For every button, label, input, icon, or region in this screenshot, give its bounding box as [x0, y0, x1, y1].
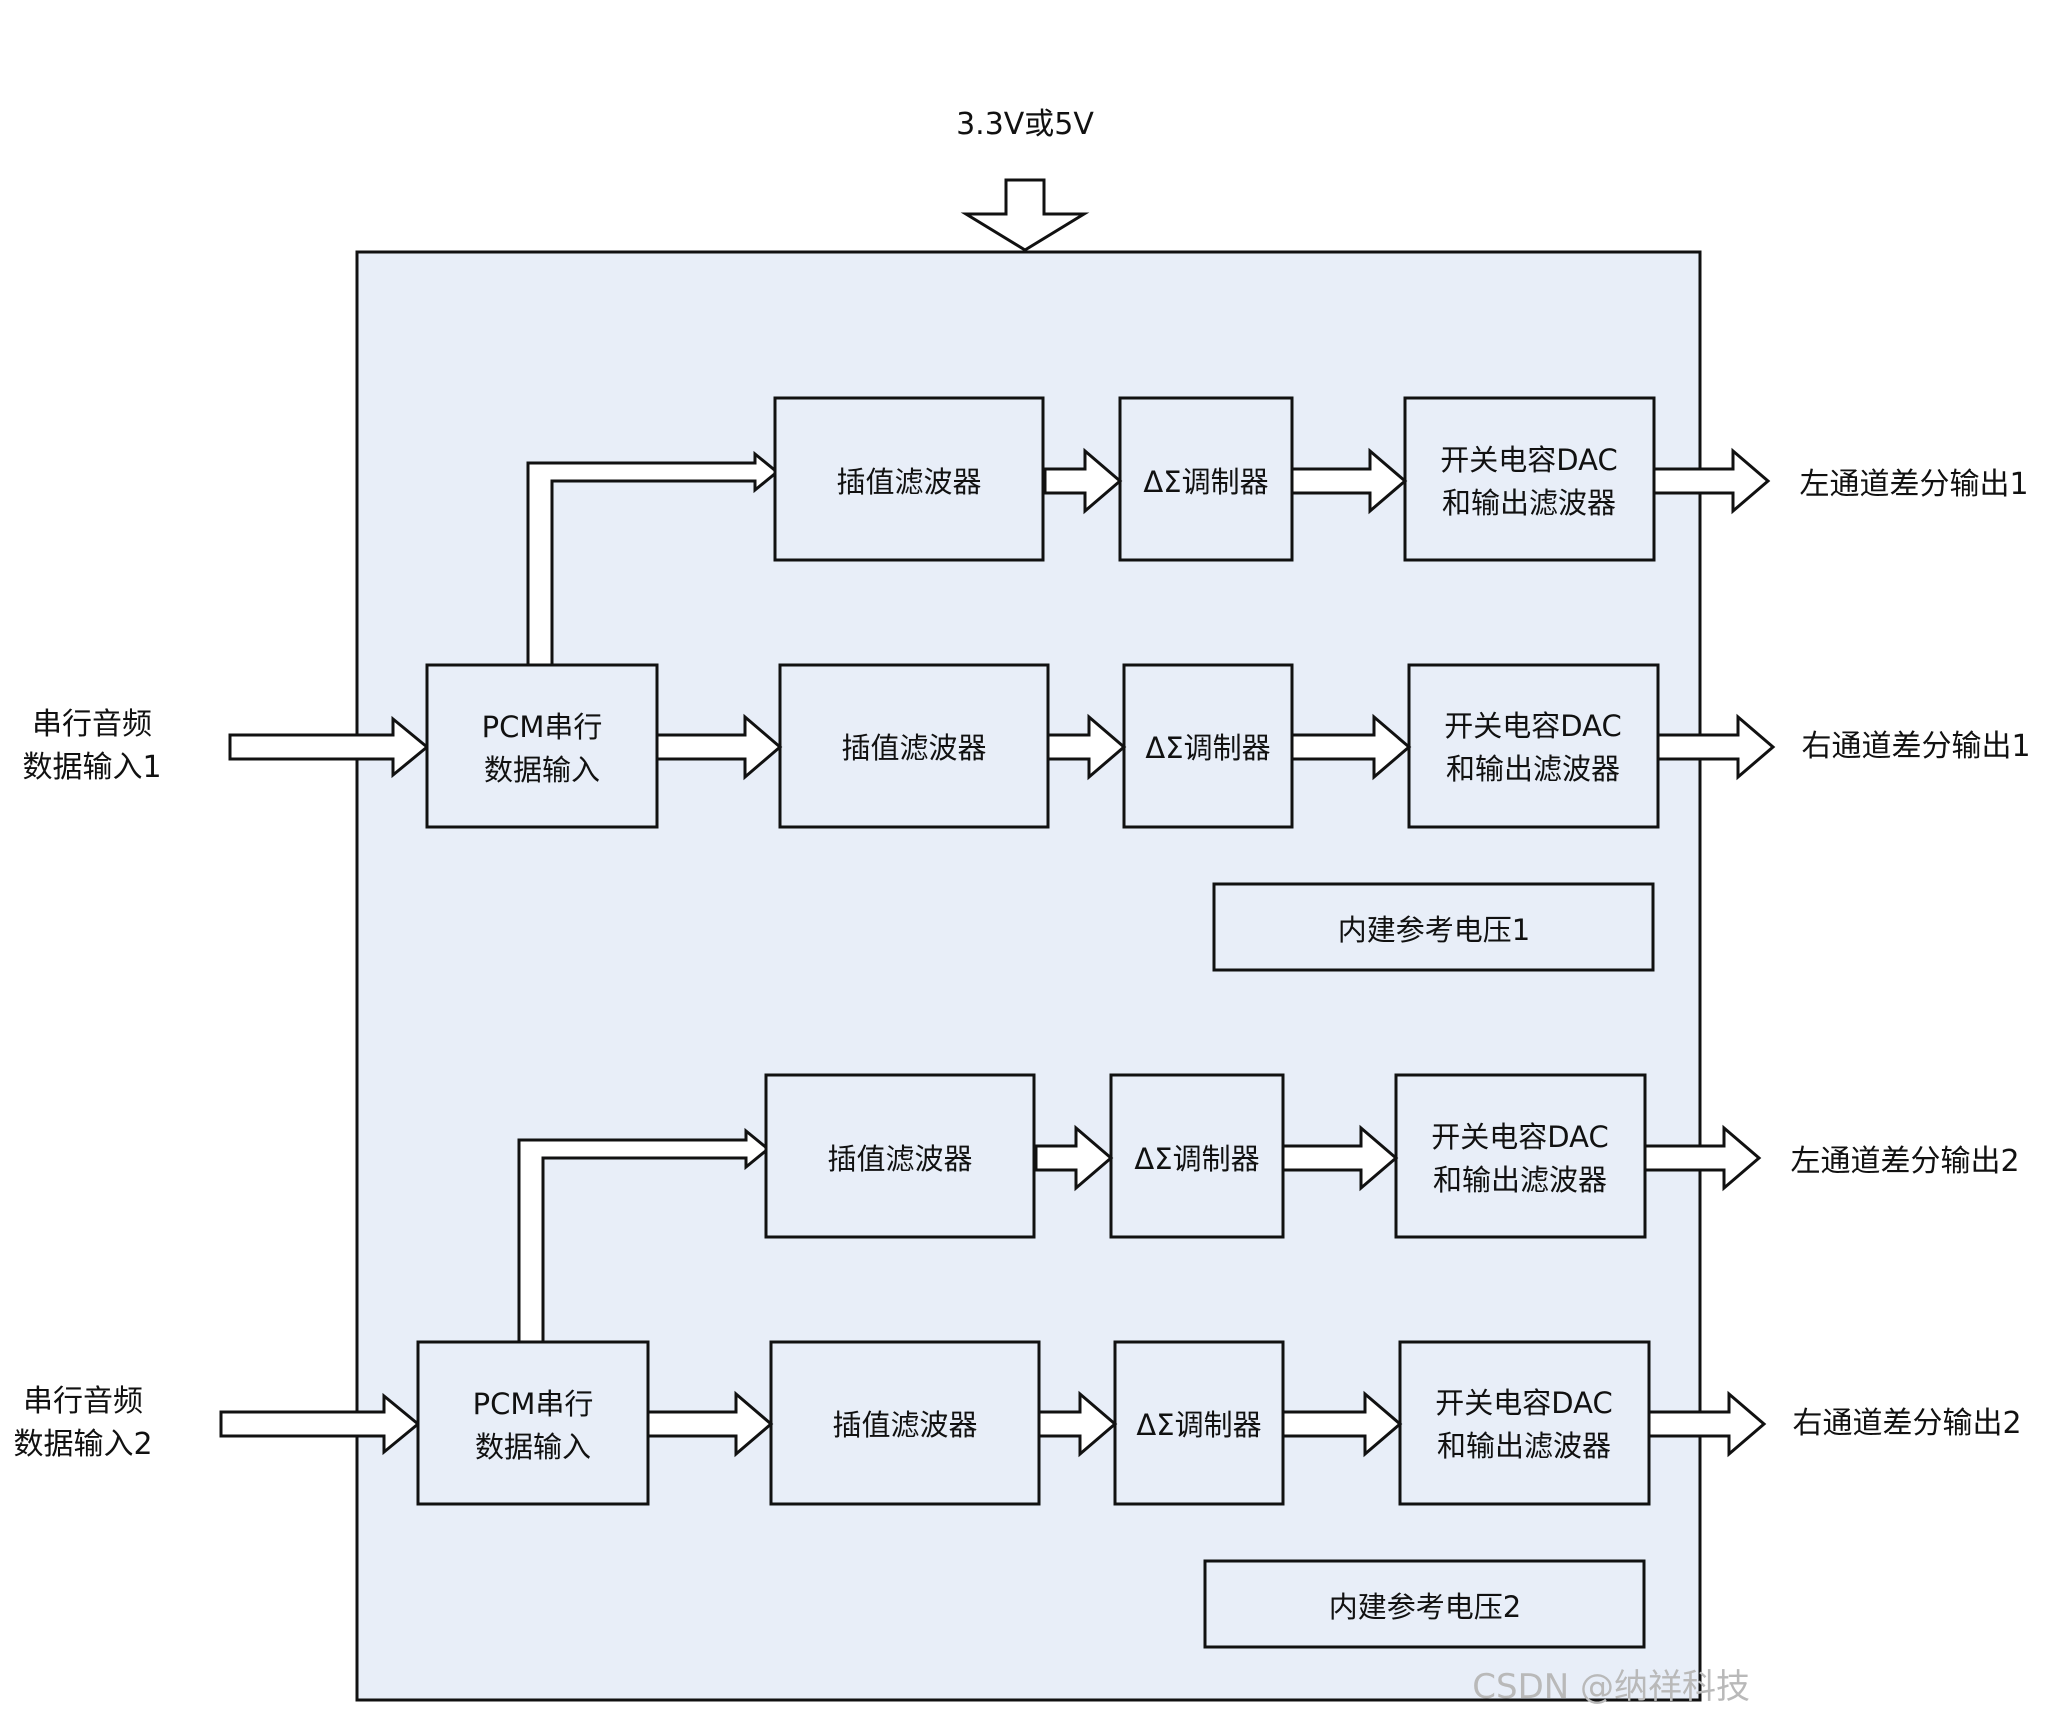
interp-filter-block-top [764, 1073, 1036, 1239]
dac-output-filter-block-bottom [1407, 663, 1660, 829]
delta-sigma-modulator-label-top: ΔΣ调制器 [1143, 465, 1268, 499]
internal-reference-voltage-block [1212, 882, 1655, 972]
right-output-label: 右通道差分输出2 [1792, 1406, 2021, 1441]
dac-label-top-line-2: 和输出滤波器 [1442, 486, 1616, 520]
input-label-line-2: 数据输入1 [22, 750, 161, 785]
interp-filter-label-bottom: 插值滤波器 [841, 731, 986, 765]
mod-to-dac-arrow-bottom [1290, 713, 1412, 781]
delta-sigma-modulator-label-top: ΔΣ调制器 [1134, 1142, 1259, 1176]
pcm-to-interp-arrow-bottom [655, 713, 783, 781]
internal-reference-voltage-block [1203, 1559, 1646, 1649]
internal-reference-voltage-label: 内建参考电压2 [1329, 1590, 1521, 1624]
pcm-label-line-2: 数据输入 [475, 1430, 591, 1464]
dac-label-top-line-2: 和输出滤波器 [1433, 1163, 1607, 1197]
interp-to-mod-arrow-top [1034, 1124, 1114, 1192]
left-output-label: 左通道差分输出1 [1799, 467, 2028, 502]
pcm-serial-input-block [416, 1340, 650, 1506]
right-output-label: 右通道差分输出1 [1801, 729, 2030, 764]
mod-to-dac-arrow-top [1290, 447, 1408, 515]
interp-filter-block-bottom [769, 1340, 1041, 1506]
pcm-label-line-1: PCM串行 [473, 1387, 594, 1421]
dac-label-bottom-line-1: 开关电容DAC [1435, 1386, 1612, 1420]
right-output-arrow [1656, 713, 1776, 781]
pcm-to-interp-arrow-bottom [646, 1390, 774, 1458]
dac-label-bottom-line-1: 开关电容DAC [1444, 709, 1621, 743]
input-arrow [219, 1392, 421, 1456]
interp-filter-block-bottom [778, 663, 1050, 829]
interp-to-mod-arrow-bottom [1037, 1390, 1118, 1458]
input-label-line-1: 串行音频 [32, 707, 152, 742]
mod-to-dac-arrow-bottom [1281, 1390, 1403, 1458]
input-arrow [228, 715, 430, 779]
delta-sigma-modulator-block-top [1109, 1073, 1285, 1239]
interp-filter-label-top: 插值滤波器 [827, 1142, 972, 1176]
interp-filter-label-bottom: 插值滤波器 [832, 1408, 977, 1442]
pcm-label-line-2: 数据输入 [484, 753, 600, 787]
delta-sigma-modulator-label-bottom: ΔΣ调制器 [1145, 731, 1270, 765]
dac-output-filter-block-top [1403, 396, 1656, 562]
left-output-arrow [1652, 447, 1771, 515]
dac-label-bottom-line-2: 和输出滤波器 [1437, 1429, 1611, 1463]
dac-output-filter-block-top [1394, 1073, 1647, 1239]
dac-label-bottom-line-2: 和输出滤波器 [1446, 752, 1620, 786]
supply-label: 3.3V或5V [956, 107, 1094, 142]
pcm-to-left-channel-arrow [526, 450, 780, 667]
internal-reference-voltage-label: 内建参考电压1 [1338, 913, 1530, 947]
interp-filter-label-top: 插值滤波器 [836, 465, 981, 499]
pcm-serial-input-block [425, 663, 659, 829]
supply-arrow [960, 178, 1090, 252]
right-output-arrow [1647, 1390, 1767, 1458]
delta-sigma-modulator-label-bottom: ΔΣ调制器 [1136, 1408, 1261, 1442]
dac-output-filter-block-bottom [1398, 1340, 1651, 1506]
input-label-line-2: 数据输入2 [13, 1427, 152, 1462]
dac-label-top-line-1: 开关电容DAC [1440, 443, 1617, 477]
watermark-text: CSDN @纳祥科技 [1472, 1667, 1750, 1707]
delta-sigma-modulator-block-top [1118, 396, 1294, 562]
dac-label-top-line-1: 开关电容DAC [1431, 1120, 1608, 1154]
input-label-line-1: 串行音频 [23, 1384, 143, 1419]
interp-to-mod-arrow-bottom [1046, 713, 1127, 781]
supply-section: 3.3V或5V [956, 107, 1094, 252]
pcm-to-left-channel-arrow [517, 1127, 771, 1344]
interp-to-mod-arrow-top [1043, 447, 1123, 515]
left-output-label: 左通道差分输出2 [1790, 1144, 2019, 1179]
interp-filter-block-top [773, 396, 1045, 562]
left-output-arrow [1643, 1124, 1762, 1192]
mod-to-dac-arrow-top [1281, 1124, 1399, 1192]
pcm-label-line-1: PCM串行 [482, 710, 603, 744]
